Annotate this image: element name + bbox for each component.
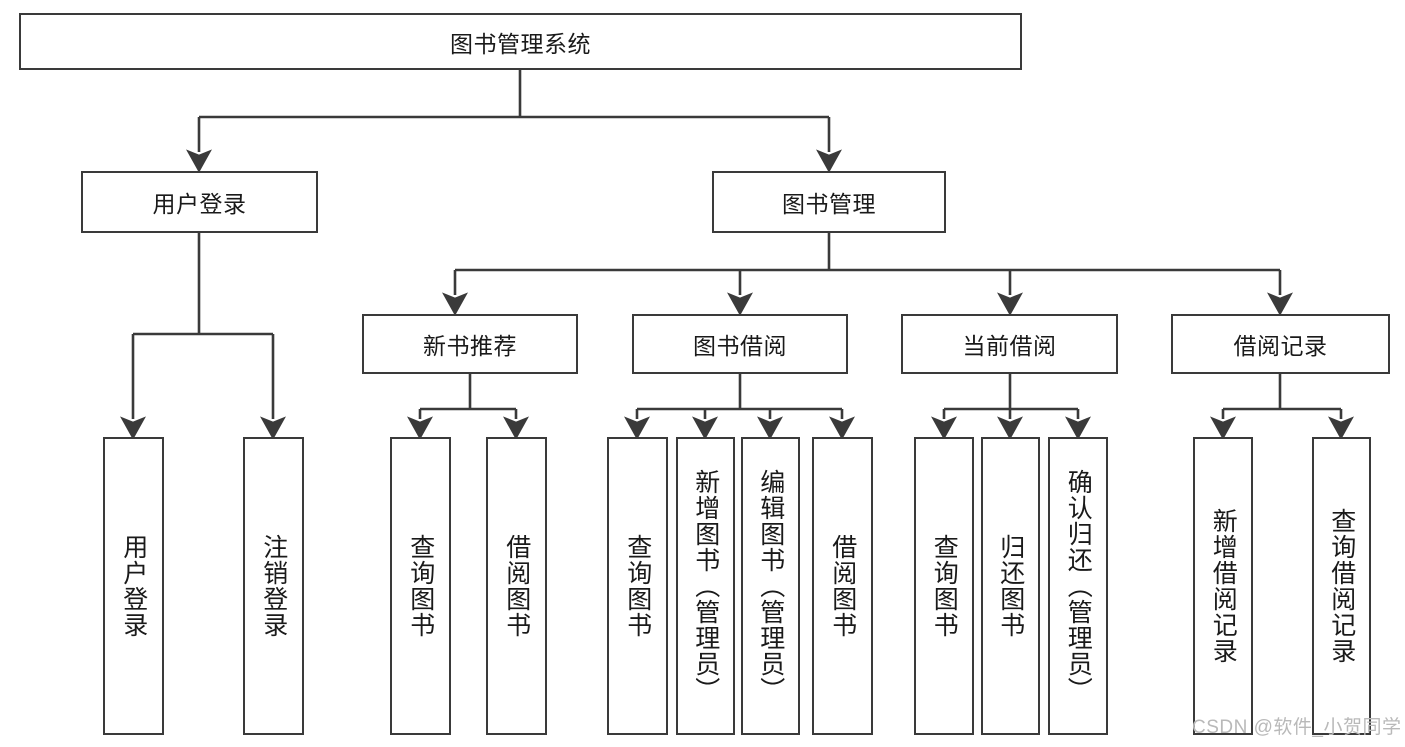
leaf-borrow-book[interactable]: 借阅图书	[812, 437, 873, 735]
leaf-user-login[interactable]: 用户登录	[103, 437, 164, 735]
node-borrow-record[interactable]: 借阅记录	[1171, 314, 1390, 374]
node-label: 查询图书	[406, 534, 435, 638]
node-label: 借阅图书	[828, 534, 857, 638]
watermark-text: CSDN @软件_小贺同学	[1192, 717, 1402, 738]
leaf-logout-login[interactable]: 注销登录	[243, 437, 304, 735]
node-label: 图书借阅	[693, 333, 787, 359]
leaf-query-book-current[interactable]: 查询图书	[914, 437, 974, 735]
node-label: 当前借阅	[962, 333, 1057, 359]
node-label: 新增图书（管理员）	[691, 469, 720, 703]
node-new-book-recommend[interactable]: 新书推荐	[362, 314, 578, 374]
node-label: 查询图书	[930, 534, 959, 638]
node-label: 图书管理系统	[450, 30, 591, 57]
node-label: 新书推荐	[423, 333, 517, 359]
node-label: 注销登录	[259, 534, 288, 638]
node-label: 借阅图书	[502, 534, 531, 638]
leaf-query-borrow-record[interactable]: 查询借阅记录	[1312, 437, 1371, 735]
node-label: 归还图书	[996, 534, 1025, 638]
node-label: 确认归还（管理员）	[1064, 469, 1093, 703]
leaf-confirm-return-admin[interactable]: 确认归还（管理员）	[1048, 437, 1108, 735]
node-user-login[interactable]: 用户登录	[81, 171, 318, 233]
node-label: 借阅记录	[1233, 333, 1328, 359]
leaf-edit-book-admin[interactable]: 编辑图书（管理员）	[741, 437, 800, 735]
node-label: 图书管理	[782, 191, 876, 217]
node-label: 用户登录	[152, 191, 247, 217]
leaf-query-book-recommend[interactable]: 查询图书	[390, 437, 451, 735]
node-label: 查询图书	[623, 534, 652, 638]
leaf-add-borrow-record[interactable]: 新增借阅记录	[1193, 437, 1253, 735]
leaf-add-book-admin[interactable]: 新增图书（管理员）	[676, 437, 735, 735]
node-book-management[interactable]: 图书管理	[712, 171, 946, 233]
leaf-query-book-borrow[interactable]: 查询图书	[607, 437, 668, 735]
node-book-borrow[interactable]: 图书借阅	[632, 314, 848, 374]
node-root-book-management-system[interactable]: 图书管理系统	[19, 13, 1022, 70]
node-label: 用户登录	[119, 534, 148, 638]
node-label: 编辑图书（管理员）	[756, 469, 785, 703]
node-label: 查询借阅记录	[1327, 508, 1356, 664]
leaf-return-book[interactable]: 归还图书	[981, 437, 1040, 735]
leaf-borrow-book-recommend[interactable]: 借阅图书	[486, 437, 547, 735]
node-label: 新增借阅记录	[1209, 508, 1238, 664]
node-current-borrow[interactable]: 当前借阅	[901, 314, 1118, 374]
